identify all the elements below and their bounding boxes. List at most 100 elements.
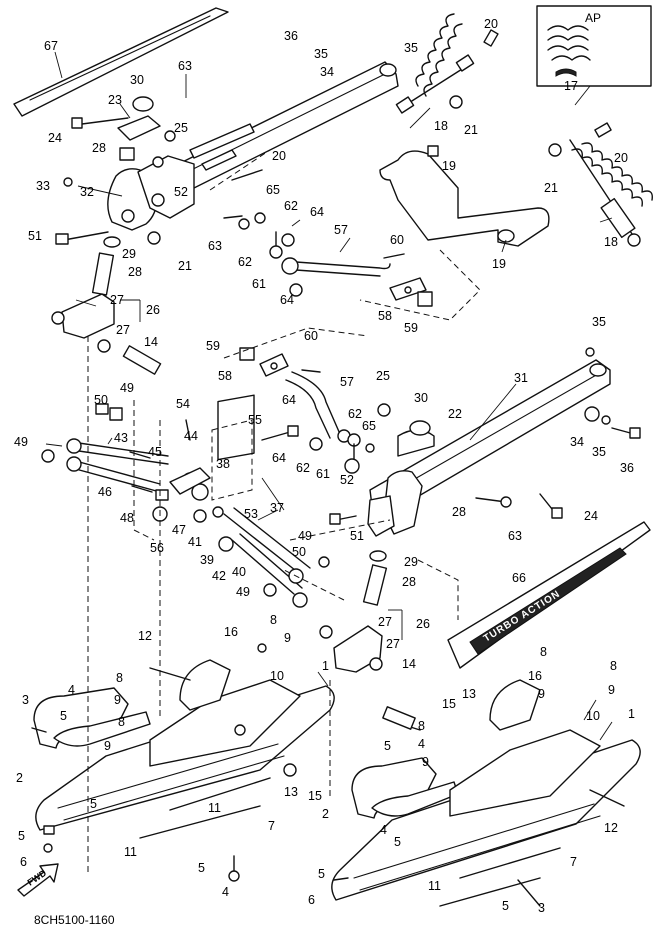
callout: 12 bbox=[604, 821, 618, 835]
callout: 5 bbox=[502, 899, 509, 913]
callout: 21 bbox=[464, 123, 478, 137]
callout: 60 bbox=[390, 233, 404, 247]
callout: 57 bbox=[334, 223, 348, 237]
callout: 27 bbox=[378, 615, 392, 629]
callout: 9 bbox=[284, 631, 291, 645]
upper-bracket-cluster bbox=[55, 96, 263, 245]
callout: 59 bbox=[206, 339, 220, 353]
callout: 5 bbox=[394, 835, 401, 849]
callout: 10 bbox=[270, 669, 284, 683]
leader-lines bbox=[45, 51, 613, 741]
callout: 4 bbox=[222, 885, 229, 899]
callout: 35 bbox=[404, 41, 418, 55]
decal-67 bbox=[13, 7, 229, 117]
callout: 37 bbox=[270, 501, 284, 515]
callout: 67 bbox=[44, 39, 58, 53]
callout: 34 bbox=[320, 65, 334, 79]
callout: 29 bbox=[122, 247, 136, 261]
callout: 9 bbox=[104, 739, 111, 753]
callout: 12 bbox=[138, 629, 152, 643]
callout: 5 bbox=[18, 829, 25, 843]
callout: 8 bbox=[118, 715, 125, 729]
callout: 27 bbox=[386, 637, 400, 651]
callout: 32 bbox=[80, 185, 94, 199]
callout: 26 bbox=[146, 303, 160, 317]
callout: 27 bbox=[116, 323, 130, 337]
callout: 5 bbox=[318, 867, 325, 881]
callout: 51 bbox=[350, 529, 364, 543]
callout: 58 bbox=[218, 369, 232, 383]
callout: 43 bbox=[114, 431, 128, 445]
callout: 14 bbox=[144, 335, 158, 349]
callout: 49 bbox=[236, 585, 250, 599]
callout: 35 bbox=[314, 47, 328, 61]
callout: 13 bbox=[462, 687, 476, 701]
callout: 20 bbox=[272, 149, 286, 163]
callout: 17 bbox=[564, 79, 578, 93]
callout: 28 bbox=[92, 141, 106, 155]
callout: 20 bbox=[484, 17, 498, 31]
callout: 26 bbox=[416, 617, 430, 631]
callout: 4 bbox=[418, 737, 425, 751]
callout: 15 bbox=[308, 789, 322, 803]
callout: 6 bbox=[20, 855, 27, 869]
decal-66: TURBO ACTION bbox=[447, 521, 651, 669]
callout: 16 bbox=[224, 625, 238, 639]
callout: 22 bbox=[448, 407, 462, 421]
bracket-19 bbox=[379, 145, 550, 247]
stabilizer-link-lower bbox=[185, 347, 375, 474]
reference-lines bbox=[87, 149, 481, 876]
callout: 63 bbox=[178, 59, 192, 73]
callout: 56 bbox=[150, 541, 164, 555]
callout: 8 bbox=[610, 659, 617, 673]
callout: 15 bbox=[442, 697, 456, 711]
callout: 36 bbox=[620, 461, 634, 475]
stabilizer-link-upper bbox=[254, 212, 433, 307]
callout: 3 bbox=[22, 693, 29, 707]
callout: 3 bbox=[538, 901, 545, 915]
callout: 7 bbox=[570, 855, 577, 869]
callout: 51 bbox=[28, 229, 42, 243]
callout: 24 bbox=[48, 131, 62, 145]
callout: 31 bbox=[514, 371, 528, 385]
callout: 59 bbox=[404, 321, 418, 335]
callout: 24 bbox=[584, 509, 598, 523]
callout: 50 bbox=[94, 393, 108, 407]
callout: 49 bbox=[298, 529, 312, 543]
callout: 6 bbox=[308, 893, 315, 907]
callout: 49 bbox=[14, 435, 28, 449]
callout: 62 bbox=[348, 407, 362, 421]
callout: 64 bbox=[282, 393, 296, 407]
callout: 16 bbox=[528, 669, 542, 683]
upper-rear-arm bbox=[147, 61, 399, 205]
callout: 5 bbox=[198, 861, 205, 875]
callout: 62 bbox=[296, 461, 310, 475]
callout: 23 bbox=[108, 93, 122, 107]
callout: 48 bbox=[120, 511, 134, 525]
callout: 10 bbox=[586, 709, 600, 723]
callout: 21 bbox=[544, 181, 558, 195]
rods bbox=[41, 345, 169, 501]
callout: 8 bbox=[540, 645, 547, 659]
callout: 21 bbox=[178, 259, 192, 273]
callout: 46 bbox=[98, 485, 112, 499]
callout: 49 bbox=[120, 381, 134, 395]
callout: 28 bbox=[452, 505, 466, 519]
callout: 39 bbox=[200, 553, 214, 567]
ski-left bbox=[31, 643, 335, 882]
callout: 66 bbox=[512, 571, 526, 585]
callout: 9 bbox=[114, 693, 121, 707]
callout: 9 bbox=[422, 755, 429, 769]
ski-right bbox=[331, 679, 641, 907]
callout: 28 bbox=[128, 265, 142, 279]
callout: 62 bbox=[238, 255, 252, 269]
callout: 45 bbox=[148, 445, 162, 459]
callout: 25 bbox=[376, 369, 390, 383]
callout: 19 bbox=[492, 257, 506, 271]
shock-absorber-upper bbox=[395, 13, 499, 114]
callout: 5 bbox=[384, 739, 391, 753]
callout: 62 bbox=[284, 199, 298, 213]
callout: 63 bbox=[508, 529, 522, 543]
callout: 40 bbox=[232, 565, 246, 579]
